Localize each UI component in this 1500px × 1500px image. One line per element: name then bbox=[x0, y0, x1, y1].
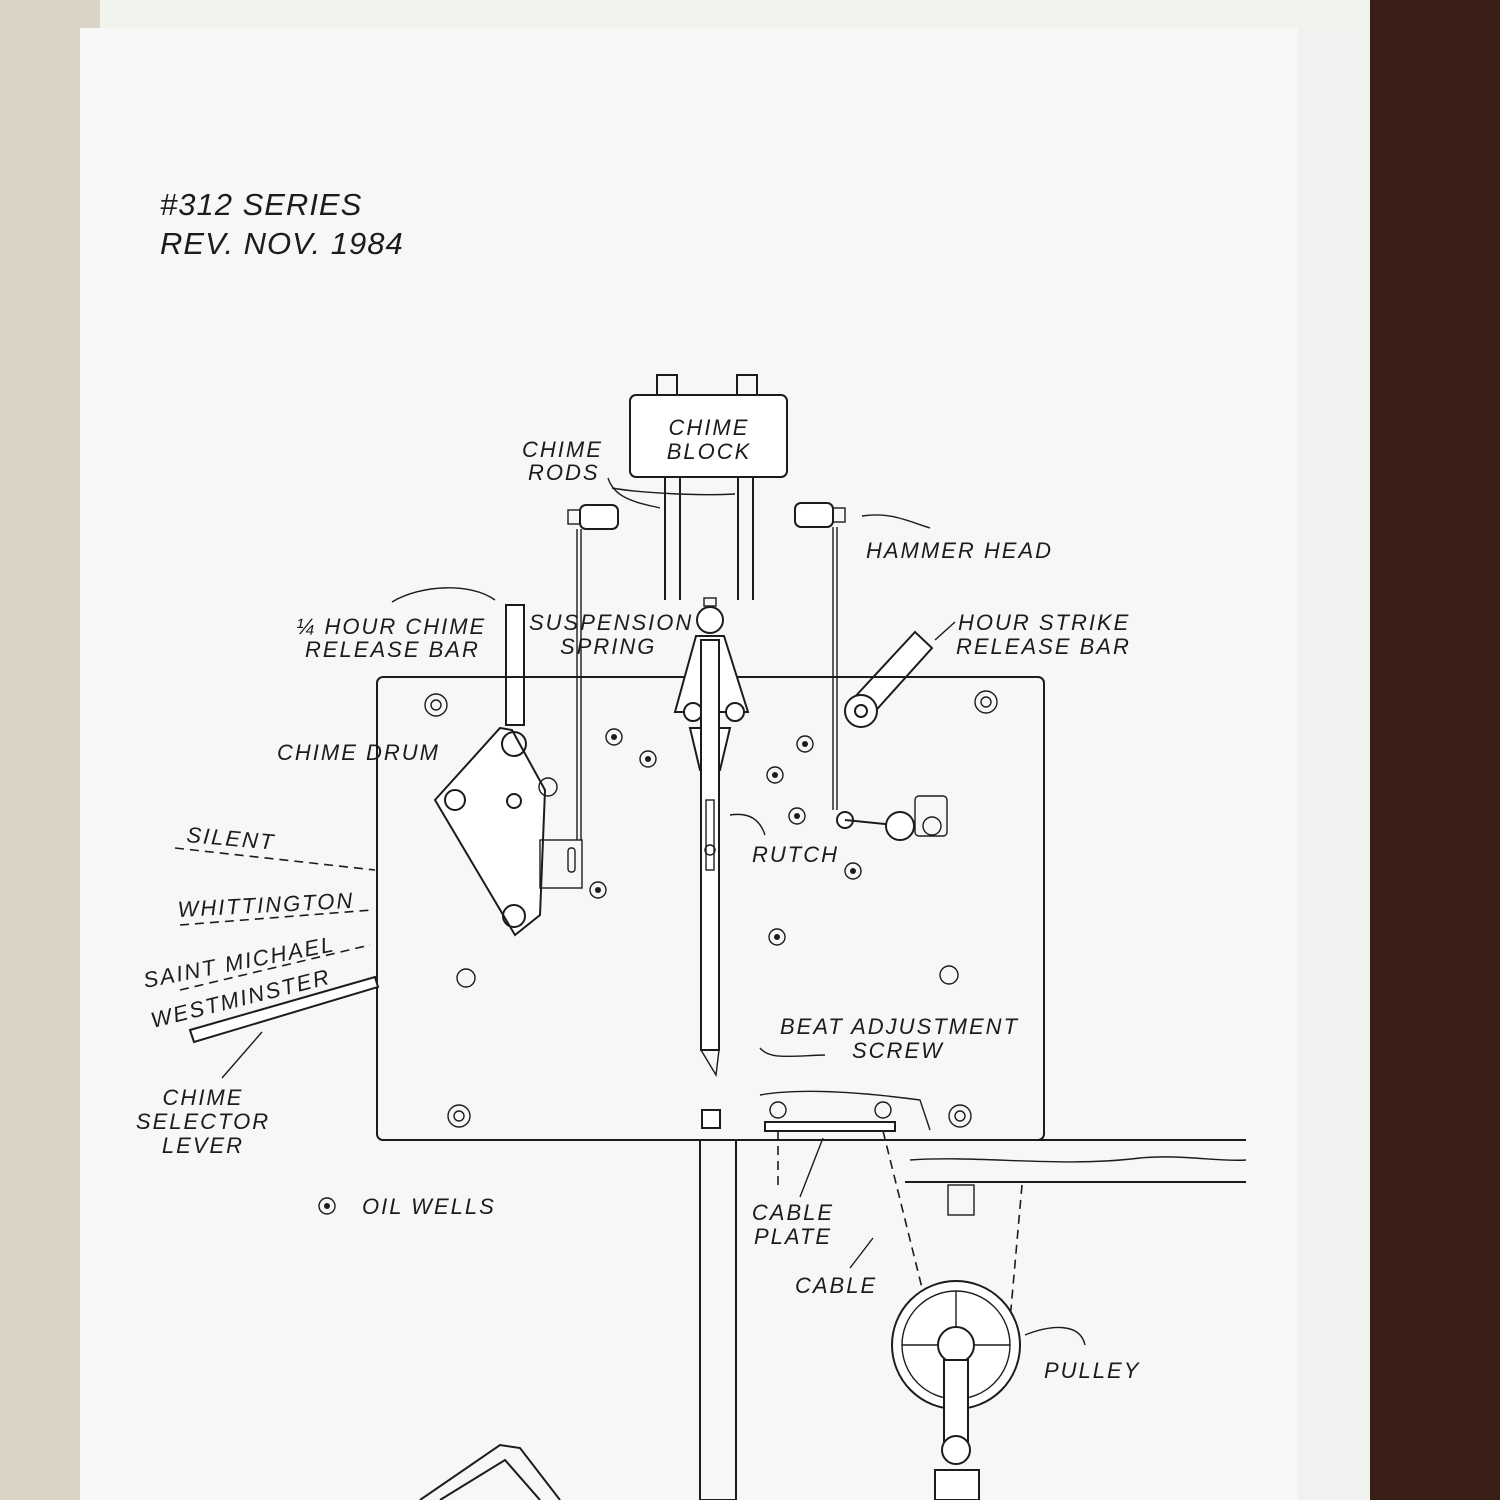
selector-label-1: CHIME bbox=[163, 1085, 244, 1110]
beat-adjustment-label-1: BEAT ADJUSTMENT bbox=[780, 1014, 1019, 1039]
hour-strike-label-1: HOUR STRIKE bbox=[958, 610, 1130, 635]
cable-plate bbox=[764, 1101, 1023, 1321]
plate-nuts bbox=[424, 690, 998, 1128]
chime-rods-label-1: CHIME bbox=[522, 437, 603, 462]
quarter-hour-leader bbox=[391, 587, 496, 603]
pulley-label: PULLEY bbox=[1044, 1358, 1140, 1383]
quarter-hour-label-2: RELEASE BAR bbox=[305, 637, 480, 662]
paper-page bbox=[80, 28, 1298, 1500]
pendulum-assembly bbox=[673, 597, 750, 1500]
series-title: #312 SERIES bbox=[160, 187, 362, 222]
weight-frame-partial-inner bbox=[439, 1458, 541, 1500]
suspension-spring-label-1: SUSPENSION bbox=[529, 610, 693, 635]
cable-leader bbox=[849, 1237, 874, 1269]
back-sheet bbox=[1290, 0, 1370, 1500]
oil-well-legend-dot bbox=[324, 1203, 330, 1209]
wood-edge bbox=[1360, 0, 1500, 1500]
right-hammer bbox=[794, 502, 846, 810]
cable-plate-label-1: CABLE bbox=[752, 1200, 834, 1225]
oil-well-legend-ring bbox=[318, 1197, 336, 1215]
beat-adjustment-label-2: SCREW bbox=[852, 1038, 944, 1063]
chime-drum-lever bbox=[433, 726, 583, 937]
hammer-head-label: HAMMER HEAD bbox=[866, 538, 1053, 563]
chime-block-label-1: CHIME bbox=[669, 415, 750, 440]
rutch-label: RUTCH bbox=[752, 842, 839, 867]
revision-date: REV. NOV. 1984 bbox=[160, 226, 404, 261]
oil-well-dots bbox=[589, 728, 862, 946]
beat-adjustment-leader bbox=[759, 1047, 826, 1058]
chime-block-label-2: BLOCK bbox=[667, 439, 752, 464]
saint-michael-line bbox=[179, 944, 371, 991]
suspension-spring-label-2: SPRING bbox=[560, 634, 656, 659]
strike-linkage bbox=[836, 795, 948, 841]
pulley bbox=[891, 1280, 1021, 1500]
rutch-leader bbox=[729, 813, 766, 836]
quarter-hour-bar bbox=[505, 604, 525, 726]
cable-plate-leader bbox=[799, 1137, 824, 1198]
cable-plate-label-2: PLATE bbox=[754, 1224, 832, 1249]
hour-strike-leader bbox=[934, 621, 956, 641]
chime-rods-leader bbox=[607, 477, 661, 509]
hammer-head-leader bbox=[861, 514, 931, 529]
seat-board bbox=[740, 1090, 1247, 1216]
chime-selector-lever[interactable] bbox=[188, 975, 380, 1044]
selector-leader bbox=[221, 1031, 263, 1079]
chime-drum-label: CHIME DRUM bbox=[277, 740, 440, 765]
pulley-leader bbox=[1024, 1326, 1086, 1346]
quarter-hour-label-1: ¼ HOUR CHIME bbox=[296, 614, 486, 639]
chime-block: CHIME BLOCK bbox=[629, 374, 788, 478]
weight-frame-partial bbox=[419, 1443, 561, 1500]
chime-rods-leader-2 bbox=[611, 487, 736, 496]
oil-wells-label: OIL WELLS bbox=[362, 1194, 496, 1219]
left-hammer bbox=[567, 504, 619, 840]
top-sheet bbox=[100, 0, 1370, 30]
hour-strike-label-2: RELEASE BAR bbox=[956, 634, 1131, 659]
whittington-line bbox=[179, 909, 373, 926]
chime-rods-label-2: RODS bbox=[528, 460, 600, 485]
silent-line bbox=[174, 847, 376, 871]
chime-rods bbox=[664, 477, 754, 600]
selector-label-3: LEVER bbox=[162, 1133, 244, 1158]
selector-label-2: SELECTOR bbox=[136, 1109, 270, 1134]
cable-label: CABLE bbox=[795, 1273, 877, 1298]
hour-strike-bar bbox=[844, 630, 934, 728]
